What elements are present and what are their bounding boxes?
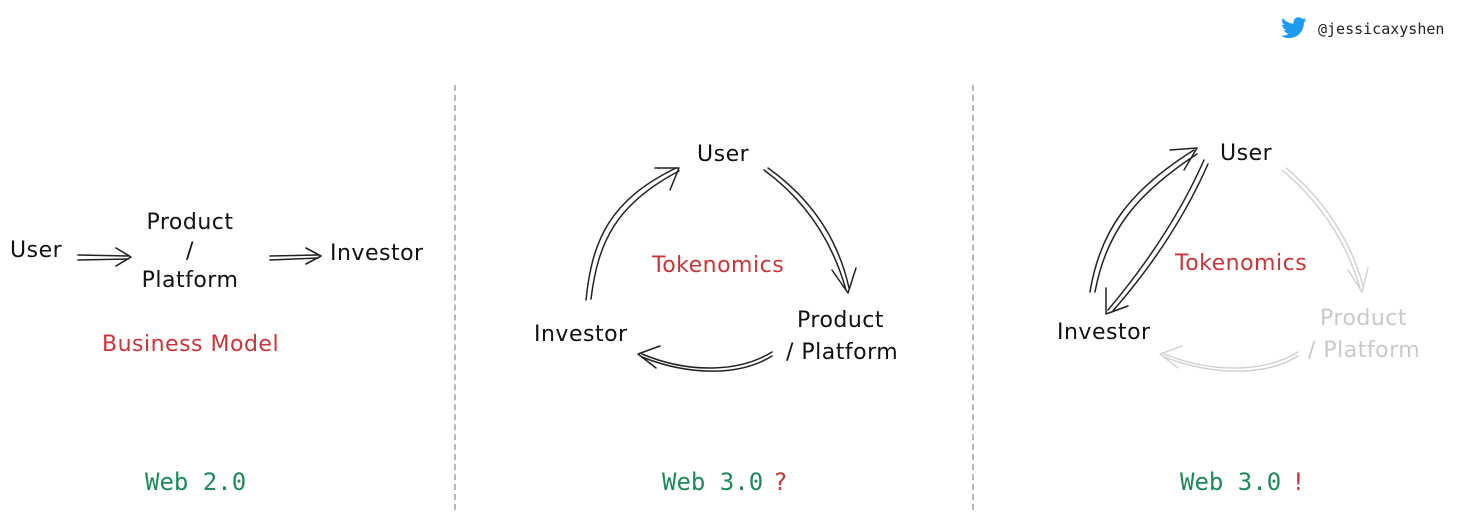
node-platform-faded: / Platform <box>1308 338 1421 363</box>
node-platform: / Platform <box>786 340 899 365</box>
center-label-tokenomics: Tokenomics <box>652 253 785 278</box>
arrow-user-to-product <box>77 247 132 267</box>
arrow-user-to-product-3-faded <box>1281 167 1369 293</box>
node-product-label: Product <box>146 210 234 235</box>
center-label-tokenomics: Tokenomics <box>1175 251 1308 276</box>
footer-label-web3-question: Web 3.0? <box>662 468 788 496</box>
footer-version: Web 3.0 <box>662 468 764 496</box>
node-investor: Investor <box>1057 320 1151 345</box>
node-investor: Investor <box>330 241 424 266</box>
node-user: User <box>1220 141 1273 166</box>
footer-version: Web 2.0 <box>145 468 247 496</box>
arrow-investor-to-user <box>585 167 680 301</box>
arrow-product-to-investor <box>269 247 322 265</box>
panel-divider-1 <box>454 85 456 510</box>
node-product-platform: Product / Platform <box>140 210 240 293</box>
footer-label-web2: Web 2.0 <box>145 468 246 496</box>
node-user: User <box>697 142 750 167</box>
arrow-user-to-product-2 <box>763 167 857 294</box>
footer-mark-exclaim: ! <box>1291 468 1306 496</box>
node-user: User <box>10 238 63 263</box>
node-slash-label: / <box>186 239 194 264</box>
node-product: Product <box>797 308 885 333</box>
node-platform-label: Platform <box>141 268 239 293</box>
arrow-user-to-investor-3 <box>1105 159 1209 315</box>
node-investor: Investor <box>534 322 628 347</box>
center-label-business-model: Business Model <box>102 332 280 357</box>
twitter-handle: @jessicaxyshen <box>1318 20 1445 38</box>
footer-label-web3-exclaim: Web 3.0! <box>1180 468 1306 496</box>
twitter-bird-icon <box>1281 17 1307 39</box>
footer-version: Web 3.0 <box>1180 468 1282 496</box>
arrow-investor-to-user-3 <box>1089 147 1198 293</box>
arrow-product-to-investor-3-faded <box>1159 345 1299 372</box>
arrow-product-to-investor-2 <box>637 345 773 372</box>
footer-mark-question: ? <box>773 468 788 496</box>
panel-divider-2 <box>972 85 974 510</box>
node-product-faded: Product <box>1320 306 1408 331</box>
